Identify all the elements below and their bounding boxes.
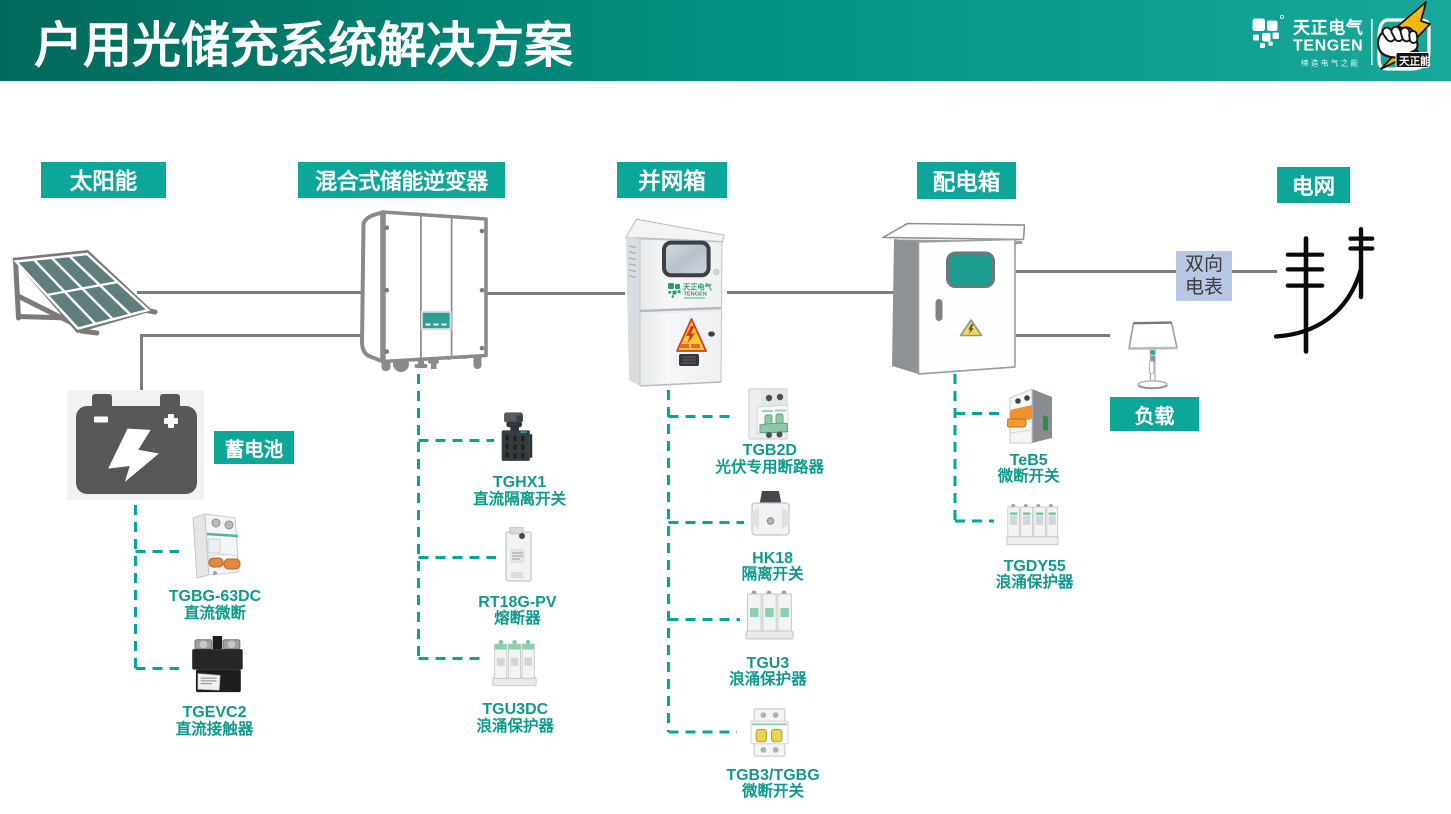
svg-text:缔造电气之能: 缔造电气之能 xyxy=(1301,58,1360,68)
svg-text:天正能: 天正能 xyxy=(1399,55,1431,68)
svg-text:TENGEN: TENGEN xyxy=(1293,38,1363,55)
svg-text:天正电气: 天正电气 xyxy=(683,283,713,292)
svg-text:天正电气: 天正电气 xyxy=(1293,18,1363,38)
svg-text:TENGEN: TENGEN xyxy=(684,292,707,298)
